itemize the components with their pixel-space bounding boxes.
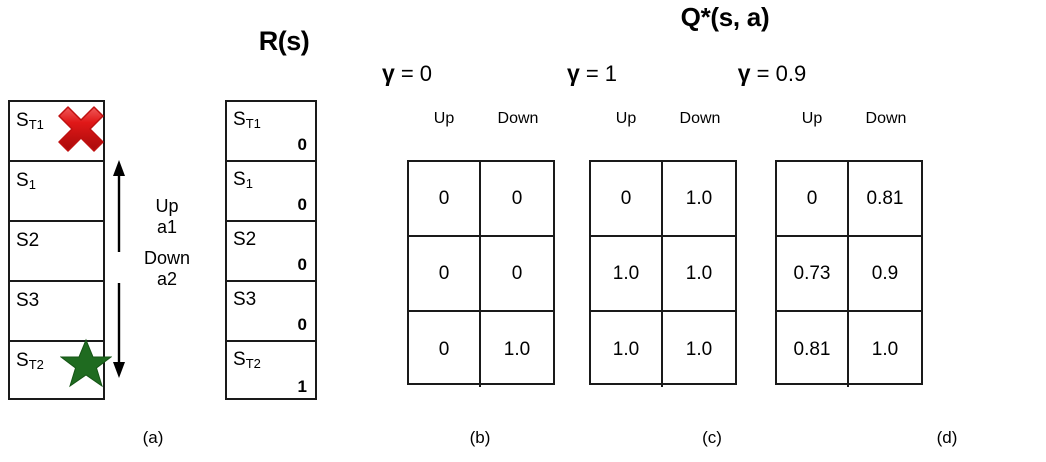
- q-column-headers-d: Up Down: [775, 110, 923, 132]
- state-cell-st1: ST1: [10, 102, 103, 162]
- q-value-cell: 0.81: [866, 187, 904, 209]
- state-label-s2: S2: [16, 230, 40, 251]
- reward-table: ST1 0 S1 0 S2 0 S3 0 ST2 1: [225, 100, 317, 400]
- q-value-cell: 0.81: [777, 312, 849, 387]
- q-table-row: 1.0 1.0: [591, 312, 735, 387]
- q-table-b: 0 0 0 0 0 1.0: [407, 160, 555, 387]
- column-header-up: Up: [433, 110, 455, 127]
- action-label-down: Down a2: [132, 248, 202, 290]
- reward-row-s2: S2 0: [227, 222, 315, 282]
- red-x-icon: [58, 106, 104, 152]
- gamma-value: = 0: [394, 61, 433, 86]
- q-value-cell: 0: [409, 162, 481, 235]
- q-table-row: 0.73 0.9: [777, 237, 921, 312]
- reward-state-label: S3: [233, 289, 257, 310]
- q-value-cell: 0: [511, 262, 523, 284]
- gamma-label-d: γ = 0.9: [692, 60, 852, 87]
- reward-value: 0: [297, 195, 307, 214]
- reward-row-s3: S3 0: [227, 282, 315, 342]
- q-table-row: 0 1.0: [591, 162, 735, 237]
- gamma-label-c: γ = 1: [512, 60, 672, 87]
- q-value-cell: 1.0: [591, 312, 663, 387]
- caption-c: (c): [702, 428, 722, 447]
- q-table-row: 0 0.81: [777, 162, 921, 237]
- action-name-down: Down: [143, 248, 191, 268]
- state-cell-s2: S2: [10, 222, 103, 282]
- reward-value: 0: [297, 255, 307, 274]
- state-subscript: T1: [28, 117, 44, 132]
- state-subscript: T2: [28, 357, 44, 372]
- gamma-value: = 0.9: [750, 61, 807, 86]
- q-column-headers-c: Up Down: [589, 110, 737, 132]
- q-table-row: 1.0 1.0: [591, 237, 735, 312]
- gamma-symbol: γ: [381, 60, 395, 86]
- column-header-up: Up: [801, 110, 823, 127]
- gamma-symbol: γ: [566, 60, 580, 86]
- state-subscript: T2: [245, 356, 261, 371]
- q-value-cell: 0: [591, 162, 663, 235]
- up-arrow-icon: [113, 160, 125, 252]
- q-value-cell: 1.0: [685, 338, 713, 360]
- down-arrow-icon: [113, 283, 125, 378]
- gamma-label-b: γ = 0: [327, 60, 487, 87]
- q-value-cell: 0: [511, 187, 523, 209]
- column-header-down: Down: [865, 110, 907, 127]
- reward-row-st2: ST2 1: [227, 342, 315, 402]
- q-value-cell: 0: [409, 237, 481, 310]
- q-value-cell: 0.73: [777, 237, 849, 310]
- q-table-c: 0 1.0 1.0 1.0 1.0 1.0: [589, 160, 737, 387]
- column-header-down: Down: [679, 110, 721, 127]
- reward-value: 0: [297, 135, 307, 154]
- column-header-up: Up: [615, 110, 637, 127]
- caption-d: (d): [936, 428, 958, 447]
- q-value-cell: 1.0: [871, 338, 899, 360]
- reward-value: 1: [297, 377, 307, 396]
- state-subscript: T1: [245, 116, 261, 131]
- action-id-a1: a1: [156, 217, 178, 237]
- state-cell-s3: S3: [10, 282, 103, 342]
- state-cell-st2: ST2: [10, 342, 103, 402]
- reward-row-st1: ST1 0: [227, 102, 315, 162]
- state-label-s3: S3: [16, 290, 40, 311]
- q-value-cell: 0.9: [871, 262, 899, 284]
- green-star-icon: [60, 338, 112, 388]
- reward-state-label: ST1: [233, 109, 261, 131]
- q-value-cell: 1.0: [685, 187, 713, 209]
- reward-state-label: S1: [233, 169, 253, 191]
- q-table-row: 0 0: [409, 237, 553, 312]
- state-grid: ST1 S1 S2 S3 ST2: [8, 100, 105, 400]
- gamma-symbol: γ: [737, 60, 751, 86]
- action-label-up: Up a1: [132, 196, 202, 238]
- state-label-st1: ST1: [16, 110, 44, 132]
- reward-value: 0: [297, 315, 307, 334]
- state-cell-s1: S1: [10, 162, 103, 222]
- reward-state-label: S2: [233, 229, 257, 250]
- caption-b: (b): [469, 428, 491, 447]
- state-label-st2: ST2: [16, 350, 44, 372]
- q-table-row: 0 1.0: [409, 312, 553, 387]
- q-table-row: 0 0: [409, 162, 553, 237]
- reward-table-title: R(s): [258, 26, 310, 56]
- column-header-down: Down: [497, 110, 539, 127]
- state-label-s1: S1: [16, 170, 36, 192]
- gamma-value: = 1: [579, 61, 618, 86]
- caption-a: (a): [142, 428, 164, 447]
- q-table-row: 0.81 1.0: [777, 312, 921, 387]
- reward-state-label: ST2: [233, 349, 261, 371]
- action-name-up: Up: [155, 196, 179, 216]
- state-subscript: 1: [28, 177, 36, 192]
- state-subscript: 1: [245, 176, 253, 191]
- q-value-cell: 1.0: [685, 262, 713, 284]
- q-value-cell: 0: [777, 162, 849, 235]
- q-function-title: Q*(s, a): [680, 2, 770, 32]
- reward-row-s1: S1 0: [227, 162, 315, 222]
- action-id-a2: a2: [156, 269, 178, 289]
- q-table-d: 0 0.81 0.73 0.9 0.81 1.0: [775, 160, 923, 387]
- q-value-cell: 1.0: [503, 338, 531, 360]
- q-value-cell: 0: [409, 312, 481, 387]
- q-column-headers-b: Up Down: [407, 110, 555, 132]
- q-value-cell: 1.0: [591, 237, 663, 310]
